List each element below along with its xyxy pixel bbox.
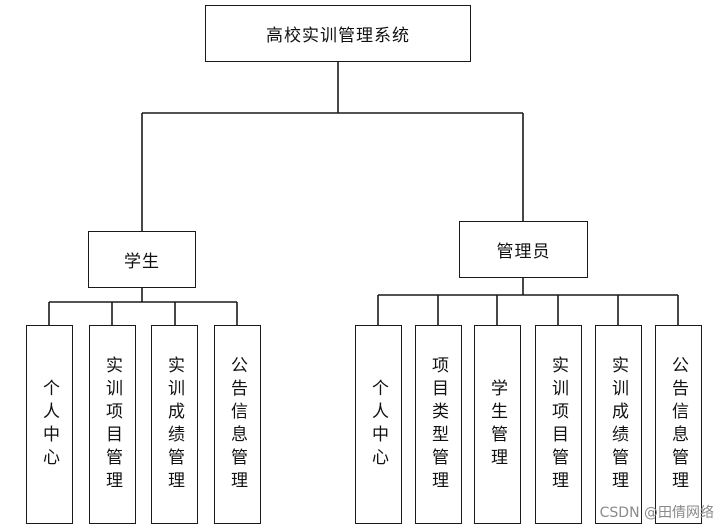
watermark-text: CSDN @田倩网络 bbox=[599, 505, 714, 521]
child-label: 公告信息管理 bbox=[668, 355, 688, 494]
child-label: 个人中心 bbox=[39, 378, 59, 471]
admin-child-project-type: 项目类型管理 bbox=[415, 325, 462, 524]
child-label: 项目类型管理 bbox=[428, 355, 448, 494]
student-child-training-project: 实训项目管理 bbox=[89, 325, 136, 524]
child-label: 实训项目管理 bbox=[102, 355, 122, 494]
child-label: 个人中心 bbox=[368, 378, 388, 471]
student-label: 学生 bbox=[124, 252, 160, 272]
admin-label: 管理员 bbox=[496, 242, 551, 262]
admin-child-student: 学生管理 bbox=[474, 325, 521, 524]
admin-child-training-score: 实训成绩管理 bbox=[595, 325, 642, 524]
student-child-announcement: 公告信息管理 bbox=[214, 325, 261, 524]
child-label: 实训成绩管理 bbox=[608, 355, 628, 494]
admin-child-training-project: 实训项目管理 bbox=[535, 325, 582, 524]
child-label: 公告信息管理 bbox=[227, 355, 247, 494]
student-child-training-score: 实训成绩管理 bbox=[151, 325, 198, 524]
child-label: 学生管理 bbox=[487, 378, 507, 471]
root-label: 高校实训管理系统 bbox=[266, 26, 410, 46]
student-node: 学生 bbox=[88, 231, 196, 288]
root-node: 高校实训管理系统 bbox=[205, 5, 471, 62]
child-label: 实训项目管理 bbox=[548, 355, 568, 494]
admin-child-announcement: 公告信息管理 bbox=[655, 325, 702, 524]
child-label: 实训成绩管理 bbox=[164, 355, 184, 494]
student-child-personal-center: 个人中心 bbox=[26, 325, 73, 524]
admin-node: 管理员 bbox=[459, 221, 588, 278]
admin-child-personal-center: 个人中心 bbox=[355, 325, 402, 524]
